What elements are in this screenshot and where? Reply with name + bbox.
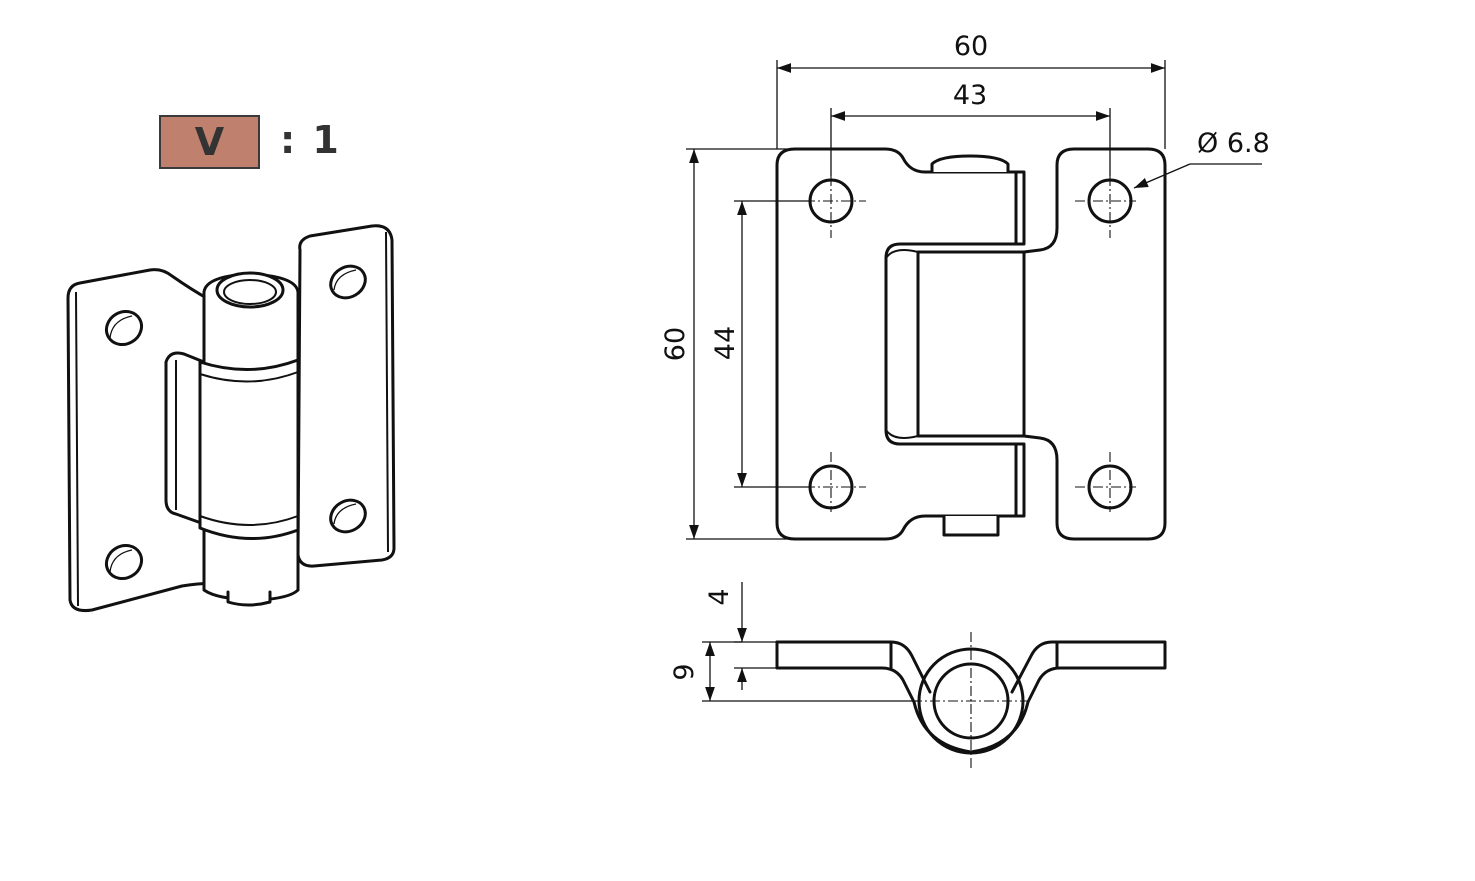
iso-knuckle [198,271,300,607]
dim-overall-height-label: 60 [660,327,691,361]
isometric-hinge-view [66,224,396,612]
dim-leaf-thickness-label: 4 [704,588,735,605]
scale-indicator-box: V [159,115,260,169]
mounting-holes [805,176,1136,512]
scale-ratio-label: : 1 [280,118,341,162]
dim-hole-diameter-label: Ø 6.8 [1197,128,1270,159]
dim-hole-spacing-v-label: 44 [710,326,741,360]
dim-knuckle-height-label: 9 [669,663,700,680]
dim-overall-width-label: 60 [954,31,988,62]
iso-right-leaf [296,224,396,568]
dim-overall-width: 60 [776,31,1166,149]
dim-leaf-thickness: 4 [704,582,777,690]
dim-knuckle-height: 9 [669,641,920,702]
front-view-hinge: 60 43 Ø 6.8 60 44 [660,31,1270,541]
dim-hole-spacing-h: 43 [830,80,1111,176]
dim-hole-spacing-v: 44 [710,200,810,488]
side-view-hinge: 4 9 [669,582,1167,768]
dim-hole-spacing-h-label: 43 [953,80,987,111]
dim-overall-height: 60 [660,148,790,540]
dim-hole-diameter: Ø 6.8 [1133,128,1270,189]
front-right-leaf [1022,147,1167,541]
